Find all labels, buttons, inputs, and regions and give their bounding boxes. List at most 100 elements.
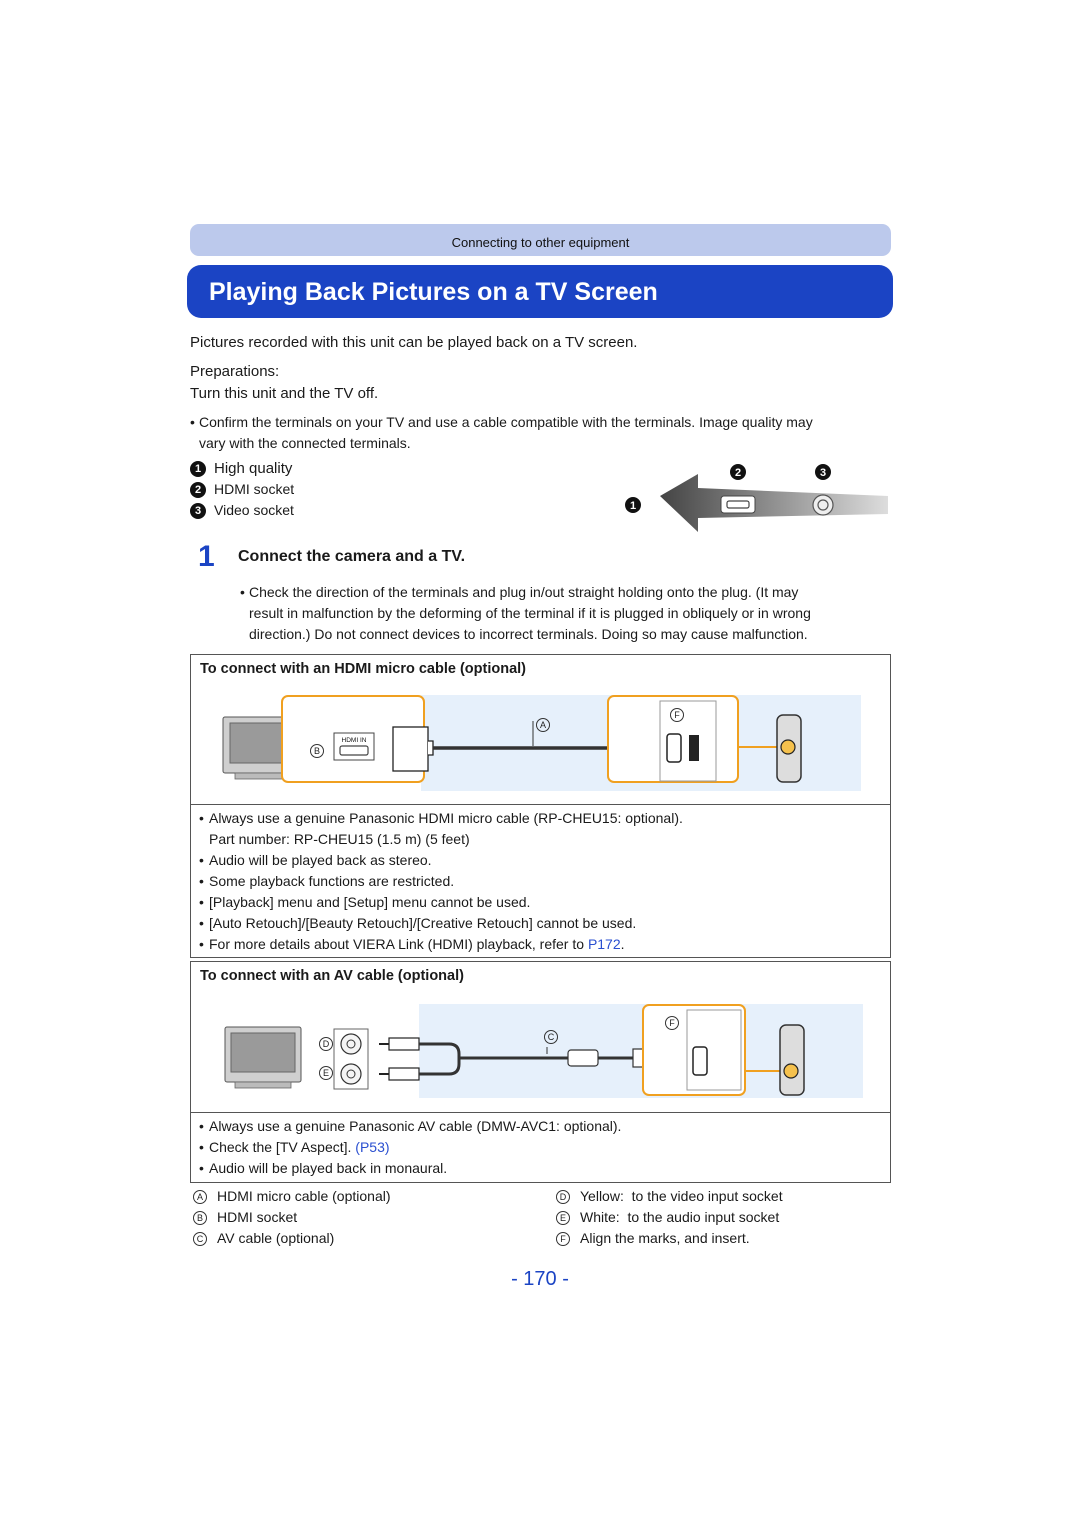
white-plug-icon [388, 1067, 420, 1081]
confirm-note: •Confirm the terminals on your TV and us… [190, 412, 890, 454]
number-1-icon [625, 497, 641, 513]
note-text: Always use a genuine Panasonic HDMI micr… [209, 810, 683, 826]
camera-hdmi-socket-icon [666, 733, 682, 763]
number-2-icon [730, 464, 746, 480]
number-3-icon: 3 [190, 502, 206, 519]
key-label: Video socket [214, 502, 294, 518]
step-note: •Check the direction of the terminals an… [240, 582, 890, 645]
legend-item-a: A HDMI micro cable (optional) [193, 1186, 391, 1207]
hdmi-note: Audio will be played back as stereo. [199, 850, 889, 871]
av-notes-list: Always use a genuine Panasonic AV cable … [199, 1116, 889, 1179]
legend-item-b: B HDMI socket [193, 1207, 391, 1228]
av-connection-box: To connect with an AV cable (optional) [190, 961, 891, 1183]
confirm-line-1: Confirm the terminals on your TV and use… [199, 414, 813, 430]
hdmi-in-label: HDMI IN [342, 737, 367, 744]
marker-text: 3 [820, 467, 826, 479]
quality-key: 1 High quality 2 HDMI socket 3 Video soc… [190, 458, 294, 521]
hdmi-socket-icon [339, 745, 369, 756]
audio-input-socket-icon [340, 1063, 362, 1085]
marker-f: F [556, 1231, 570, 1246]
number-3-icon [815, 464, 831, 480]
hdmi-plug-icon [392, 726, 429, 772]
hdmi-socket-icon [720, 495, 756, 514]
number-2-icon: 2 [190, 481, 206, 498]
ferrite-core-icon [567, 1049, 599, 1067]
av-box-title: To connect with an AV cable (optional) [200, 968, 464, 984]
hdmi-connection-box: To connect with an HDMI micro cable (opt… [190, 654, 891, 958]
legend-item-d: D Yellow: to the video input socket [556, 1186, 783, 1207]
av-note: Always use a genuine Panasonic AV cable … [199, 1116, 889, 1137]
video-socket-icon [812, 494, 834, 516]
marker-a: A [193, 1189, 207, 1204]
marker-text: 1 [630, 500, 636, 512]
intro-text: Pictures recorded with this unit can be … [190, 334, 638, 351]
legend-left: A HDMI micro cable (optional) B HDMI socke… [193, 1186, 391, 1249]
legend-item-f: F Align the marks, and insert. [556, 1228, 783, 1249]
part-number: Part number: RP-CHEU15 (1.5 m) (5 feet) [209, 831, 470, 847]
video-input-socket-icon [340, 1033, 362, 1055]
hdmi-logo-mark [689, 735, 699, 761]
number-1-icon: 1 [190, 460, 206, 477]
legend-text: HDMI socket [217, 1209, 298, 1225]
key-item-video-socket: 3 Video socket [190, 500, 294, 521]
marker-f: F [670, 708, 684, 722]
note-text: For more details about VIERA Link (HDMI)… [209, 936, 585, 952]
av-note: Check the [TV Aspect]. (P53) [199, 1137, 889, 1158]
hdmi-note: For more details about VIERA Link (HDMI)… [199, 934, 889, 955]
quality-arrow-illustration: 1 2 3 [625, 464, 888, 532]
link-p53[interactable]: (P53) [355, 1139, 390, 1155]
marker-d: D [556, 1189, 570, 1204]
confirm-line-2: vary with the connected terminals. [199, 435, 411, 451]
hdmi-box-divider [191, 804, 890, 805]
hdmi-notes-list: Always use a genuine Panasonic HDMI micr… [199, 808, 889, 955]
marker-c: C [193, 1231, 207, 1246]
marker-e: E [556, 1210, 570, 1225]
marker-e: E [319, 1066, 333, 1080]
page-title: Playing Back Pictures on a TV Screen [209, 278, 658, 306]
legend-text: AV cable (optional) [217, 1230, 335, 1246]
camera-icon [779, 1024, 805, 1096]
section-label: Connecting to other equipment [451, 235, 630, 250]
link-p172[interactable]: P172 [587, 936, 621, 952]
hdmi-note: [Auto Retouch]/[Beauty Retouch]/[Creativ… [199, 913, 889, 934]
legend-item-e: E White: to the audio input socket [556, 1207, 783, 1228]
step-note-line-2: result in malfunction by the deforming o… [249, 605, 811, 621]
step-note-line-3: direction.) Do not connect devices to in… [249, 626, 808, 642]
av-box-divider [191, 1112, 890, 1113]
marker-b: B [310, 744, 324, 758]
legend-text: White: to the audio input socket [580, 1209, 780, 1225]
hdmi-box-title: To connect with an HDMI micro cable (opt… [200, 661, 526, 677]
hdmi-connection-diagram: HDMI IN [222, 695, 861, 791]
tv-icon [224, 1026, 302, 1089]
key-item-high-quality: 1 High quality [190, 458, 294, 479]
preparations-label: Preparations: [190, 363, 280, 380]
note-text: Check the [TV Aspect]. [209, 1139, 352, 1155]
key-item-hdmi-socket: 2 HDMI socket [190, 479, 294, 500]
step-number: 1 [198, 540, 215, 573]
marker-a: A [536, 718, 550, 732]
note-period: . [620, 936, 625, 952]
av-note: Audio will be played back in monaural. [199, 1158, 889, 1179]
legend-item-c: C AV cable (optional) [193, 1228, 391, 1249]
key-label: High quality [214, 460, 293, 477]
hdmi-note: [Playback] menu and [Setup] menu cannot … [199, 892, 889, 913]
hdmi-note: Always use a genuine Panasonic HDMI micr… [199, 808, 889, 850]
camera-av-socket-icon [692, 1046, 708, 1076]
av-connection-diagram [224, 1004, 863, 1098]
marker-d: D [319, 1037, 333, 1051]
page-title-bar: Playing Back Pictures on a TV Screen [187, 265, 893, 318]
marker-c: C [544, 1030, 558, 1044]
page-number: - 170 - [511, 1268, 569, 1290]
section-bar: Connecting to other equipment [190, 224, 891, 256]
marker-text: 2 [735, 467, 741, 479]
legend-text: HDMI micro cable (optional) [217, 1188, 391, 1204]
marker-b: B [193, 1210, 207, 1225]
step-note-line-1: Check the direction of the terminals and… [249, 584, 799, 600]
marker-f: F [665, 1016, 679, 1030]
quality-gradient-arrow [660, 474, 888, 532]
legend-right: D Yellow: to the video input socket E Whit… [556, 1186, 783, 1249]
hdmi-note: Some playback functions are restricted. [199, 871, 889, 892]
key-label: HDMI socket [214, 481, 295, 497]
legend-text: Yellow: to the video input socket [580, 1188, 783, 1204]
legend-text: Align the marks, and insert. [580, 1230, 750, 1246]
